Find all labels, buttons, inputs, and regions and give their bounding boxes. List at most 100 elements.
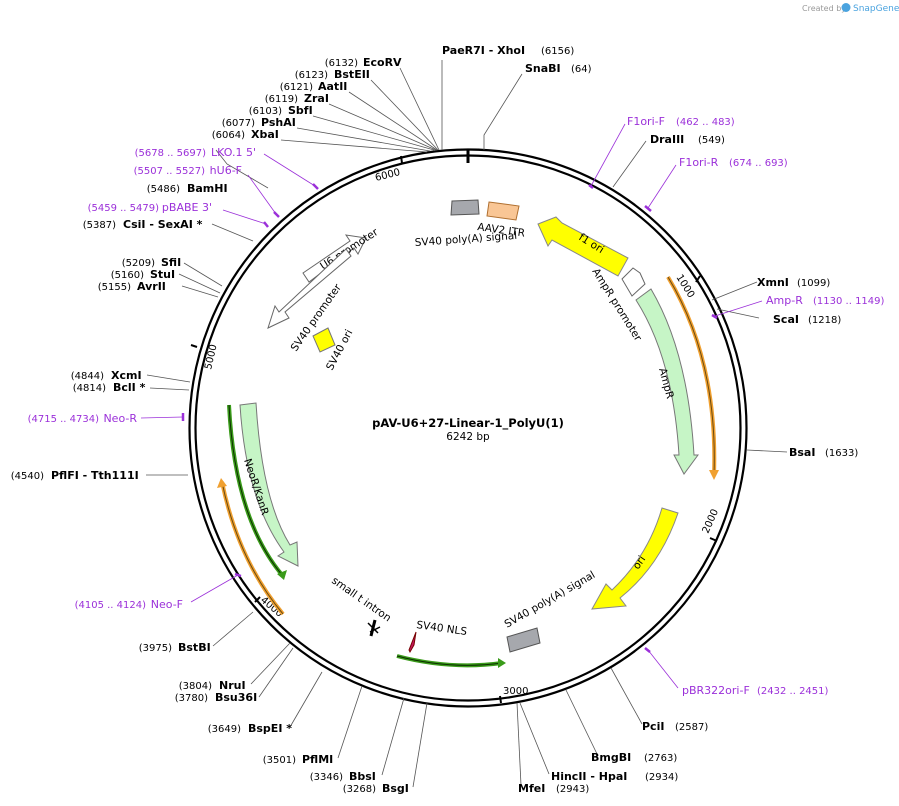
site-bbsi[interactable]: BbsI <box>349 770 376 783</box>
site-pflfi-tth111i[interactable]: PflFI - Tth111I <box>51 469 139 482</box>
leader-scai <box>716 308 760 319</box>
primer-pos-amp-r: (1130 .. 1149) <box>813 296 885 307</box>
primer-neo-r[interactable]: Neo-R <box>103 412 137 425</box>
site-xbai[interactable]: XbaI <box>251 128 279 141</box>
site-pos-mfei: (2943) <box>556 784 589 795</box>
site-csii[interactable]: CsiI - SexAI * <box>123 218 203 231</box>
primer-lko1-5[interactable]: LKO.1 5' <box>211 146 256 159</box>
feature-label-small-t-intron: small t intron <box>329 575 393 625</box>
site-pos-pflmi: (3501) <box>263 755 296 766</box>
site-pos-ecorv: (6132) <box>325 58 358 69</box>
feature-sv40-promoter[interactable] <box>267 248 352 329</box>
primer-f1ori-r[interactable]: F1ori-R <box>679 156 719 169</box>
site-bmgbi[interactable]: BmgBI <box>591 751 631 764</box>
site-stui[interactable]: StuI <box>150 268 175 281</box>
tick-2000 <box>709 537 718 542</box>
site-bsai[interactable]: BsaI <box>789 446 815 459</box>
leader-snabi <box>483 73 523 150</box>
site-snabi[interactable]: SnaBI <box>525 62 561 75</box>
site-bsteii[interactable]: BstEII <box>334 68 370 81</box>
leader-sbfi <box>312 115 435 151</box>
leader-f1ori-r <box>647 164 677 209</box>
primer-pbabe-3[interactable]: pBABE 3' <box>162 201 212 214</box>
leader-hincii <box>519 702 550 775</box>
plasmid-name: pAV-U6+27-Linear-1_PolyU(1) <box>372 416 564 431</box>
site-pos-draiii: (549) <box>698 135 725 146</box>
leader-csii <box>211 223 254 242</box>
primer-amp-r[interactable]: Amp-R <box>766 294 803 307</box>
leader-stui <box>178 273 221 294</box>
feature-neor-kanr[interactable] <box>239 402 299 567</box>
site-draiii[interactable]: DraIII <box>650 133 684 146</box>
primer-pos-neo-f: (4105 .. 4124) <box>75 600 147 611</box>
site-scai[interactable]: ScaI <box>773 313 799 326</box>
orf-nls-arrowhead <box>498 658 506 668</box>
leader-bcli <box>149 387 190 391</box>
site-hincii-hpai[interactable]: HincII - HpaI <box>551 770 627 783</box>
site-pos-bmgbi: (2763) <box>644 753 677 764</box>
tick-label-2000: 2000 <box>701 507 721 535</box>
site-nrui[interactable]: NruI <box>219 679 246 692</box>
feature-aav2-itr[interactable] <box>486 201 520 221</box>
site-ecorv[interactable]: EcoRV <box>363 56 402 69</box>
leader-bamhi <box>215 149 269 189</box>
leader-pbabe-3 <box>222 209 267 225</box>
leader-nrui <box>250 642 291 685</box>
primer-f1ori-f[interactable]: F1ori-F <box>627 115 665 128</box>
primer-mark-amp-r <box>711 313 718 320</box>
feature-ampr-promoter[interactable] <box>621 267 646 297</box>
feature-ori[interactable] <box>591 507 679 610</box>
orf-neor-arrowhead <box>277 570 287 580</box>
feature-sv40-ori[interactable] <box>312 327 336 353</box>
primer-hu6-f[interactable]: hU6-F <box>210 164 242 177</box>
leader-pshai <box>296 127 431 152</box>
feature-label-sv40-polya-bottom: SV40 poly(A) signal <box>503 569 598 631</box>
leader-draiii <box>612 140 647 188</box>
primer-pbr322ori-f[interactable]: pBR322ori-F <box>682 684 750 697</box>
site-pos-stui: (5160) <box>111 270 144 281</box>
leader-xcmi <box>146 374 191 383</box>
site-sfii[interactable]: SfiI <box>161 256 181 269</box>
leader-zrai <box>328 103 437 151</box>
site-bcli[interactable]: BclI * <box>113 381 146 394</box>
feature-sv40-polya-bottom[interactable] <box>506 627 541 653</box>
site-bamhi[interactable]: BamHI <box>187 182 228 195</box>
site-bsgi[interactable]: BsgI <box>382 782 409 795</box>
feature-ampr[interactable] <box>635 288 699 475</box>
site-sbfi[interactable]: SbfI <box>288 104 313 117</box>
site-pcii[interactable]: PciI <box>642 720 664 733</box>
site-paer7i-xhoi[interactable]: PaeR7I - XhoI <box>442 44 525 57</box>
site-xmni[interactable]: XmnI <box>757 276 789 289</box>
site-pos-xcmi: (4844) <box>71 371 104 382</box>
primer-label-group: F1ori-F (462 .. 483) F1ori-R (674 .. 693… <box>28 115 885 697</box>
leader-bsteii <box>370 79 439 151</box>
tick-3000 <box>499 695 502 704</box>
feature-small-t-intron[interactable] <box>369 619 377 637</box>
orf-nls-arc <box>396 654 503 668</box>
tick-label-5000: 5000 <box>203 343 219 370</box>
site-avrii[interactable]: AvrII <box>137 280 166 293</box>
site-zrai[interactable]: ZraI <box>304 92 329 105</box>
leader-neo-f <box>190 574 239 603</box>
feature-sv40-polya-top[interactable] <box>450 199 480 216</box>
site-pflmi[interactable]: PflMI <box>302 753 333 766</box>
primer-neo-f[interactable]: Neo-F <box>151 598 183 611</box>
site-pos-bsteii: (6123) <box>295 70 328 81</box>
site-bsu36i[interactable]: Bsu36I <box>215 691 257 704</box>
feature-f1-ori[interactable] <box>537 216 629 277</box>
leader-f1ori-f <box>590 123 626 187</box>
leader-bspei <box>289 671 323 728</box>
site-bstbi[interactable]: BstBI <box>178 641 211 654</box>
tick-4000 <box>254 596 261 603</box>
feature-sv40-nls[interactable] <box>408 631 417 654</box>
leader-aatii <box>348 91 438 151</box>
site-aatii[interactable]: AatII <box>318 80 347 93</box>
site-pos-pcii: (2587) <box>675 722 708 733</box>
site-pos-bstbi: (3975) <box>139 643 172 654</box>
site-pshai[interactable]: PshAI <box>261 116 296 129</box>
site-xcmi[interactable]: XcmI <box>111 369 142 382</box>
leader-bbsi <box>381 697 405 776</box>
site-mfei[interactable]: MfeI <box>518 782 545 795</box>
leader-xbai <box>280 139 428 153</box>
site-bspei[interactable]: BspEI * <box>248 722 292 735</box>
